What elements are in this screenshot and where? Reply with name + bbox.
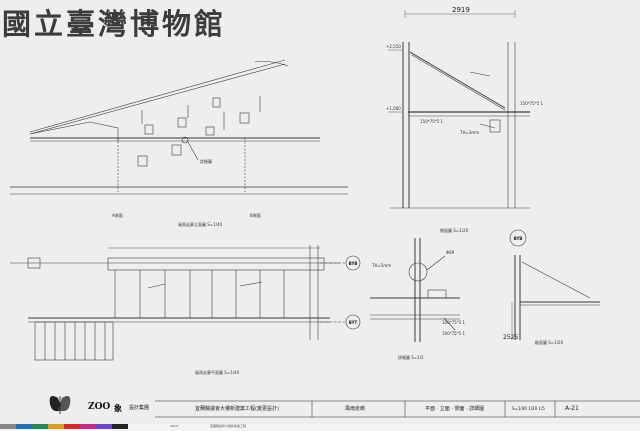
axis-bubble-bottom: [345, 314, 361, 330]
caption-section: 側面圖 S=1/20: [440, 228, 469, 233]
steel-label-4: 100*75*5 1: [442, 331, 466, 336]
a-side-label: A側面: [112, 213, 123, 218]
footer-text: 宜蘭縣議會大樓新建築工程: [210, 424, 247, 428]
bracket: [489, 119, 501, 133]
tie-rod-2: [411, 54, 506, 111]
zoo-logo-icon: [49, 396, 71, 414]
caption-elevation: 風雨走廊立面圖 S=1/40: [178, 222, 223, 227]
small-section-bubble-label: BYB: [513, 236, 523, 241]
det-leader-1: [426, 255, 446, 271]
tb-sheet-no: A-21: [565, 405, 579, 412]
ss-bubble: [509, 229, 527, 247]
level-mid-label: +1,000: [386, 106, 401, 111]
roof-line-2: [29, 63, 286, 135]
axis-bubble-top: [345, 255, 361, 271]
caption-plan: 風雨走廊平面圖 S=1/40: [195, 370, 240, 375]
detail-big-label: 詳細圖: [200, 159, 212, 164]
museum-title: 國立臺灣博物館: [2, 7, 227, 41]
detail-mark: [181, 136, 189, 144]
leader-1: [187, 141, 199, 161]
color-chip-7: [96, 424, 112, 429]
tb-drawing: 風雨走廊: [345, 406, 366, 412]
steel-label-1: 150*75*5 1: [420, 119, 444, 124]
dim-top: 2919: [452, 6, 470, 14]
stair-block: [34, 321, 114, 361]
title-block-lines: [155, 400, 640, 418]
section-view: [388, 10, 530, 209]
color-chip-1: [0, 424, 16, 429]
color-chip-6: [80, 424, 96, 429]
tb-scale: S=1/40 1/20 1/5: [512, 406, 545, 411]
window-4: [239, 112, 250, 124]
canopy-end: [29, 121, 119, 141]
caption-detail-a: 詳細圖 S=1/5: [398, 355, 424, 360]
window-1: [144, 124, 154, 135]
plan-leader-2: [239, 281, 263, 287]
plan-roof: [107, 257, 325, 271]
window-7: [171, 144, 182, 156]
window-6: [137, 155, 148, 167]
tb-content: 平面 · 立面 · 側面 · 詳細圖: [425, 406, 485, 412]
elevation-view: [10, 59, 348, 195]
brand-zoo: ZOO: [88, 402, 111, 412]
color-chip-4: [48, 424, 64, 429]
detail-view: [370, 238, 460, 342]
brand-xiang: 象: [114, 403, 122, 413]
footer-code: ARCH: [170, 424, 179, 428]
steel-label-2: 150*75*5 1: [520, 101, 544, 106]
th3-label: TH=3mm: [460, 130, 480, 135]
plan-leader-1: [147, 283, 166, 289]
sec-leader-2: [479, 123, 496, 129]
det-leader-2: [443, 317, 456, 331]
small-section-view: [509, 229, 600, 340]
roof-curve: [254, 61, 289, 67]
steel-label-3: 100*75*5 1: [442, 320, 466, 325]
det-plate: [427, 289, 447, 299]
footer-strip: ARCH 宜蘭縣議會大樓新建築工程: [0, 424, 640, 431]
roof-line: [29, 59, 286, 133]
tb-project: 宜蘭縣議會大樓新建築工程(變更設計): [195, 406, 279, 412]
window-5: [205, 126, 215, 136]
tie-rod: [409, 51, 506, 109]
caption-detail-b: 斷面圖 S=1/20: [535, 340, 564, 345]
window-2: [177, 117, 187, 128]
th5-label: TH=5mm: [372, 263, 392, 268]
plan-view: [10, 245, 361, 361]
plan-mark-left: [27, 257, 41, 269]
dim-bottom: 2525: [503, 334, 519, 341]
color-chip-8: [112, 424, 128, 429]
b-side-label: B側面: [250, 213, 261, 218]
level-top-label: +2,550: [386, 44, 401, 49]
color-chip-2: [16, 424, 32, 429]
sec-leader-1: [469, 71, 491, 77]
det-circle: [408, 262, 428, 282]
brand-group: 設計集團: [129, 405, 150, 411]
color-chip-5: [64, 424, 80, 429]
axis-bubble-top-label: BYB: [348, 261, 358, 266]
axis-bubble-bottom-label: BYT: [348, 320, 358, 325]
phi-label: Φ89: [446, 250, 455, 255]
color-chip-3: [32, 424, 48, 429]
ss-rod: [521, 261, 591, 299]
window-3: [212, 97, 221, 108]
